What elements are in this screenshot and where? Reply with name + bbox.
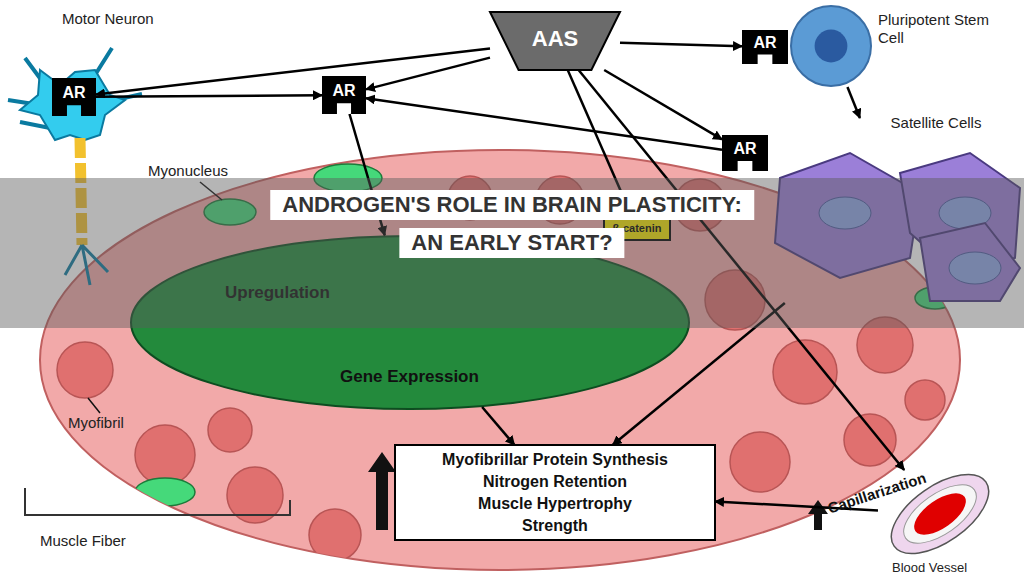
node-text: Muscle Hypertrophy: [478, 493, 632, 515]
connector-arrow: [847, 87, 859, 118]
stem-cell-shape: [790, 5, 872, 87]
box-outline: [395, 445, 715, 540]
cell-outline: [791, 6, 871, 86]
fiber-outline: [40, 150, 960, 570]
node-text: Strength: [522, 515, 588, 537]
node-text: AR: [733, 140, 756, 158]
vessel-lumen: [907, 485, 972, 542]
receptor-outline: [722, 135, 768, 171]
stem-cell: Pluripotent Stem Cell: [790, 5, 872, 87]
nucleus-outline: [131, 236, 689, 409]
satellite-cell-outline: [775, 153, 920, 278]
node-text: AAS: [532, 26, 578, 52]
node-text: Myofibrillar Protein Synthesis: [442, 449, 668, 471]
myofibril-circle: [773, 340, 837, 404]
title-line: AN EARLY START?: [399, 228, 624, 258]
fiber-bracket: [25, 488, 290, 515]
node-text: AR: [753, 34, 776, 52]
androgen-receptor: AR: [322, 76, 366, 114]
myofibril-circle: [57, 342, 113, 398]
connector-arrow: [620, 43, 742, 46]
part-label: Motor Neuron: [62, 10, 154, 27]
myofibril-circle: [844, 414, 896, 466]
receptor-outline: [742, 30, 788, 64]
androgen-receptor: AR: [722, 135, 768, 171]
satellite-cell-core: [939, 197, 991, 229]
node-text: Gene Expression: [340, 367, 479, 387]
myofibril-circle: [208, 408, 252, 452]
connector-arrow: [96, 49, 490, 95]
part-label: Myonucleus: [148, 162, 228, 179]
node-text: Pluripotent Stem Cell: [878, 11, 998, 47]
connector-arrow: [96, 95, 322, 97]
satellite-cell-outline: [920, 223, 1020, 301]
trapezoid-outline: [490, 12, 620, 70]
myofibril-circle: [730, 432, 790, 492]
myofibril-circle: [135, 425, 195, 485]
node-text: Nitrogen Retention: [483, 471, 627, 493]
node-text: Satellite Cells: [888, 114, 984, 132]
satellite-cell-core: [819, 197, 871, 229]
myonucleus-shape: [135, 478, 195, 506]
androgen-receptor: AR: [742, 30, 788, 64]
node-text: AR: [332, 82, 355, 100]
aas-trapezoid: AAS: [490, 12, 620, 70]
node-text: Blood Vessel: [892, 560, 967, 575]
connector-arrow: [366, 98, 722, 149]
receptor-outline: [52, 78, 96, 116]
connector-arrow: [604, 70, 722, 139]
vessel-wall: [878, 459, 1002, 569]
vessel-drawing: [878, 459, 1002, 569]
title-line: ANDROGEN'S ROLE IN BRAIN PLASTICITY:: [270, 190, 754, 220]
connector-arrow: [366, 58, 490, 90]
neuron-body: [20, 70, 125, 140]
receptor-outline: [322, 76, 366, 114]
outcome-box: Myofibrillar Protein SynthesisNitrogen R…: [395, 445, 715, 540]
node-text: AR: [62, 84, 85, 102]
androgen-receptor: AR: [52, 78, 96, 116]
satellite-cell-outline: [900, 153, 1020, 268]
myofibril-circle: [905, 380, 945, 420]
part-label: Myofibril: [68, 414, 124, 431]
satellite-cell-core: [949, 252, 1001, 284]
cell-core: [815, 30, 848, 63]
node-text: Muscle Fiber: [40, 532, 126, 549]
